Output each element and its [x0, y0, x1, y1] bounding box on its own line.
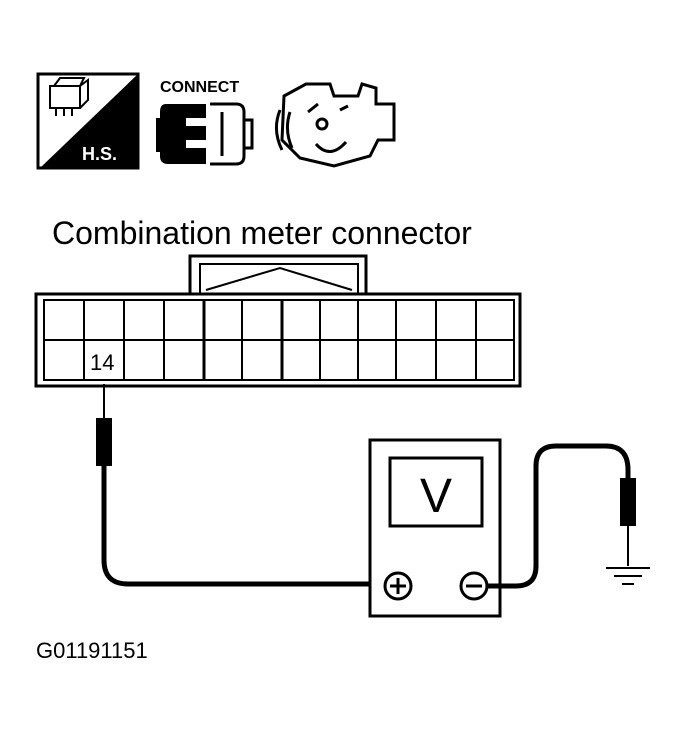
voltmeter-label: V [420, 470, 452, 523]
hs-label: H.S. [82, 144, 117, 164]
engine-face-icon [275, 82, 396, 168]
hot-side-icon: H.S. [36, 72, 140, 170]
connect-label: CONNECT [160, 79, 239, 96]
positive-probe [96, 384, 384, 587]
combination-meter-connector [34, 254, 522, 388]
terminal-14-label: 14 [90, 350, 114, 375]
positive-terminal-icon [383, 571, 413, 601]
negative-probe [488, 443, 636, 589]
negative-terminal-icon [459, 571, 489, 601]
terminal-grid [44, 300, 514, 380]
ground-icon [606, 567, 650, 585]
figure-code: G01191151 [36, 638, 148, 663]
connector-plug-icon: CONNECT [156, 79, 254, 166]
diagram-title: Combination meter connector [52, 215, 472, 251]
voltmeter: V [368, 438, 502, 618]
